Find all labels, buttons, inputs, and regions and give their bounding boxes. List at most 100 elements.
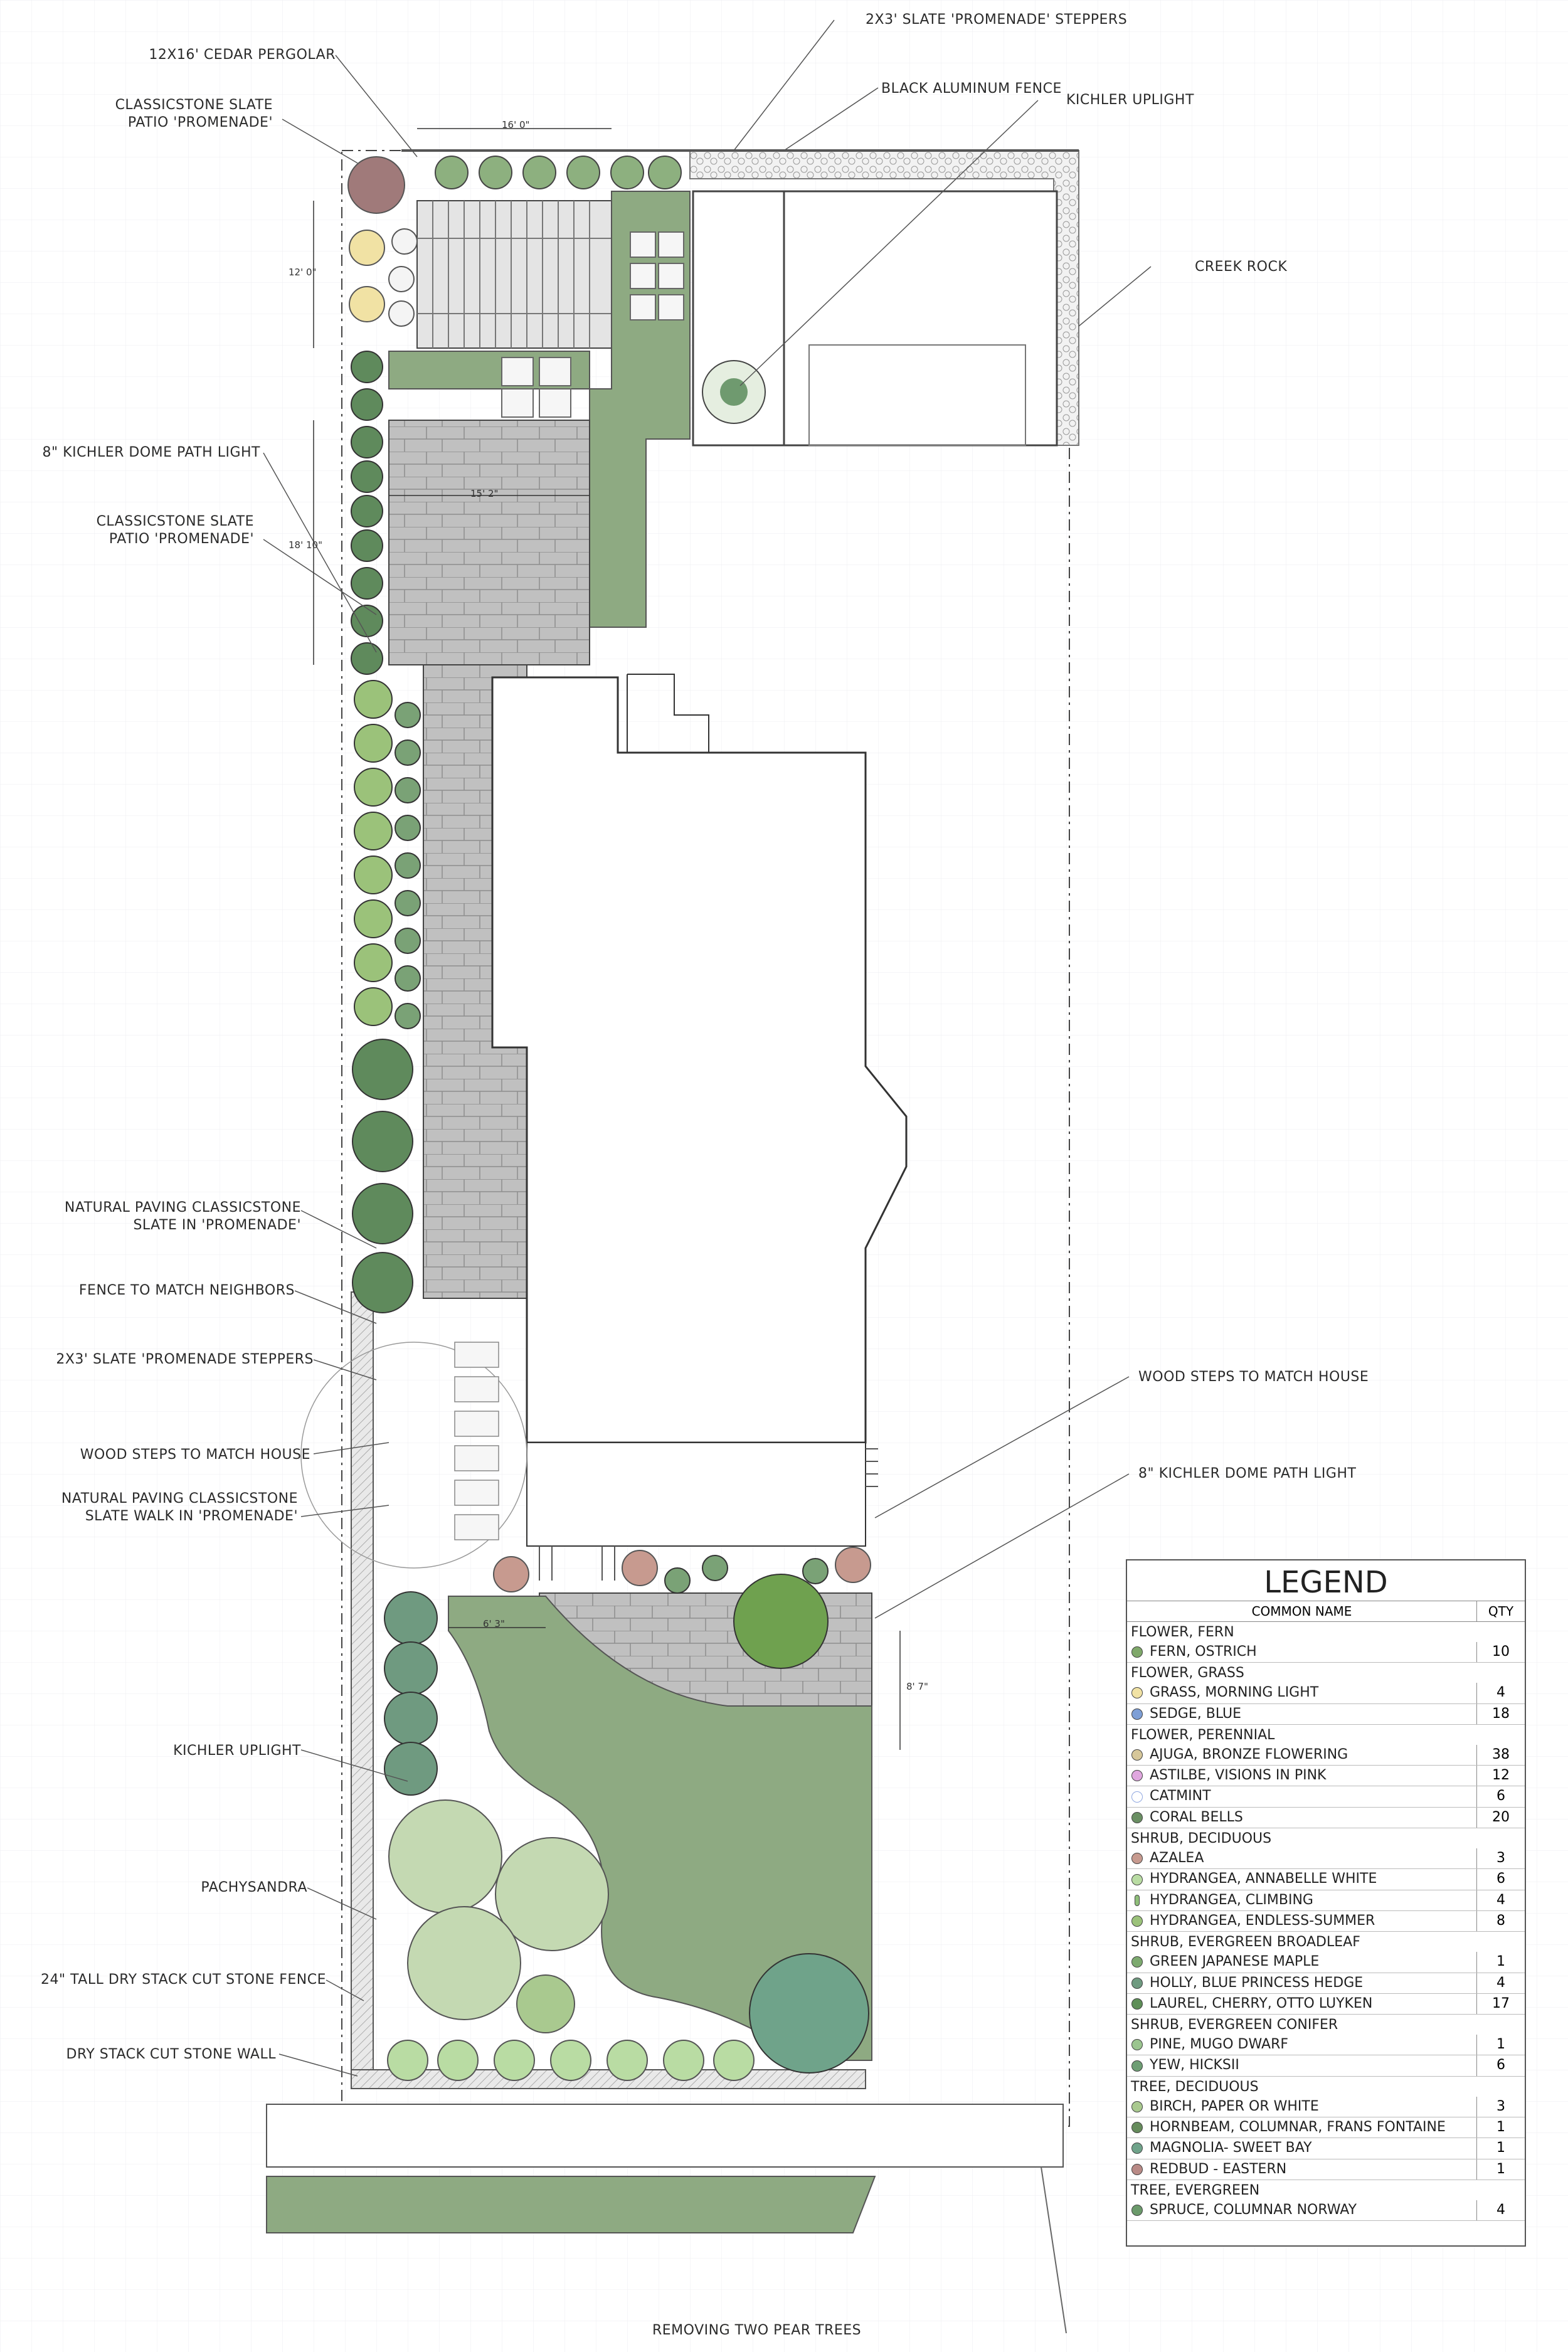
legend-plant-name: PINE, MUGO DWARF bbox=[1150, 2037, 1289, 2053]
callout-pear-trees: REMOVING TWO PEAR TREES bbox=[652, 2323, 862, 2338]
leader-lines bbox=[263, 19, 1152, 2077]
dry-stack-stone-wall bbox=[351, 2069, 866, 2089]
dim-lower-patio: 8' 7" bbox=[906, 1681, 928, 1692]
dry-stack-stone-fence bbox=[351, 1291, 374, 2077]
plant-symbol-icon bbox=[1127, 1786, 1147, 1806]
legend-category: TREE, DECIDUOUS bbox=[1131, 2079, 1259, 2095]
legend-plant-qty: 3 bbox=[1476, 1848, 1525, 1869]
legend-plant-qty: 12 bbox=[1476, 1766, 1525, 1786]
legend-plant-qty: 38 bbox=[1476, 1744, 1525, 1766]
dim-pergola-width: 16' 0" bbox=[502, 119, 530, 130]
legend-plant-qty: 8 bbox=[1476, 1910, 1525, 1932]
legend-plant-qty: 4 bbox=[1476, 2200, 1525, 2221]
plant-symbol-icon bbox=[1127, 1704, 1147, 1724]
plant-symbol-icon bbox=[1127, 2138, 1147, 2158]
callout-fence-neighbors: FENCE TO MATCH NEIGHBORS bbox=[78, 1283, 295, 1298]
steppers-radius bbox=[300, 1342, 527, 1569]
legend-plant-name: GRASS, MORNING LIGHT bbox=[1150, 1685, 1319, 1701]
legend-plant-name: SEDGE, BLUE bbox=[1150, 1705, 1241, 1722]
legend-category: FLOWER, PERENNIAL bbox=[1131, 1727, 1275, 1743]
cedar-pergola bbox=[416, 200, 612, 349]
callout-uplight-top: KICHLER UPLIGHT bbox=[1066, 92, 1194, 108]
callout-path-light-top: 8" KICHLER DOME PATH LIGHT bbox=[42, 445, 260, 460]
callout-patio-top-1: CLASSICSTONE SLATE bbox=[115, 97, 273, 113]
legend-row: AJUGA, BRONZE FLOWERING 38 bbox=[1127, 1744, 1525, 1766]
legend-category: FLOWER, FERN bbox=[1131, 1624, 1234, 1640]
legend-plant-name: AZALEA bbox=[1150, 1850, 1204, 1867]
plant-symbol-icon bbox=[1127, 2117, 1147, 2137]
left-border-shrubs bbox=[351, 351, 421, 1313]
legend-plant-name: HYDRANGEA, ENDLESS-SUMMER bbox=[1150, 1912, 1375, 1929]
legend-plant-name: FERN, OSTRICH bbox=[1150, 1644, 1257, 1660]
legend-plant-qty: 4 bbox=[1476, 1890, 1525, 1910]
legend-plant-name: CATMINT bbox=[1150, 1788, 1211, 1804]
legend-col-name: COMMON NAME bbox=[1251, 1604, 1352, 1619]
plant-symbol-icon bbox=[1127, 1890, 1147, 1910]
legend-plant-name: AJUGA, BRONZE FLOWERING bbox=[1150, 1746, 1348, 1762]
legend-row: AZALEA 3 bbox=[1127, 1848, 1525, 1870]
slate-steppers-top bbox=[501, 231, 684, 418]
plant-symbol-icon bbox=[1127, 1973, 1147, 1993]
callout-pergola: 12X16' CEDAR PERGOLAR bbox=[149, 47, 336, 63]
plant-symbol-icon bbox=[1127, 2200, 1147, 2220]
legend-plant-qty: 1 bbox=[1476, 2117, 1525, 2138]
patio-edge-plants bbox=[493, 1547, 871, 1594]
legend-plant-qty: 1 bbox=[1476, 2138, 1525, 2159]
house-steps-top bbox=[627, 674, 709, 753]
plant-symbol-icon bbox=[1127, 1952, 1147, 1972]
callout-stone-fence: 24" TALL DRY STACK CUT STONE FENCE bbox=[40, 1972, 326, 1988]
plant-symbol-icon bbox=[1127, 1766, 1147, 1786]
legend-plant-name: ASTILBE, VISIONS IN PINK bbox=[1150, 1767, 1327, 1784]
legend-row: HYDRANGEA, ENDLESS-SUMMER 8 bbox=[1127, 1910, 1525, 1932]
sidewalk bbox=[266, 2104, 1064, 2168]
dim-patio-width: 15' 2" bbox=[470, 488, 499, 499]
legend-plant-qty: 6 bbox=[1476, 1869, 1525, 1890]
callout-natural-paving-2: SLATE IN 'PROMENADE' bbox=[133, 1217, 301, 1233]
legend-plant-name: HORNBEAM, COLUMNAR, FRANS FONTAINE bbox=[1150, 2119, 1446, 2136]
callout-walk-2: SLATE WALK IN 'PROMENADE' bbox=[85, 1508, 298, 1524]
callout-alum-fence: BLACK ALUMINUM FENCE bbox=[881, 81, 1062, 97]
legend-plant-qty: 1 bbox=[1476, 2159, 1525, 2180]
lower-lawn bbox=[448, 1596, 872, 2061]
legend-plant-qty: 1 bbox=[1476, 1952, 1525, 1973]
callout-pachysandra: PACHYSANDRA bbox=[201, 1880, 307, 1895]
parkway-strip bbox=[266, 2176, 876, 2233]
plant-symbol-icon bbox=[1127, 1848, 1147, 1868]
legend-plant-name: MAGNOLIA- SWEET BAY bbox=[1150, 2140, 1312, 2156]
legend-plant-qty: 20 bbox=[1476, 1807, 1525, 1828]
plant-symbol-icon bbox=[1127, 2055, 1147, 2075]
legend-plant-name: YEW, HICKSII bbox=[1150, 2057, 1239, 2074]
legend-row: CORAL BELLS 20 bbox=[1127, 1807, 1525, 1829]
dim-patio-depth: 18' 10" bbox=[289, 539, 322, 551]
legend-plant-qty: 10 bbox=[1476, 1642, 1525, 1663]
legend-plant-name: HOLLY, BLUE PRINCESS HEDGE bbox=[1150, 1974, 1364, 1991]
plant-symbol-icon bbox=[1127, 1994, 1147, 2014]
legend-plant-qty: 3 bbox=[1476, 2096, 1525, 2117]
pergola-slats bbox=[417, 201, 612, 348]
plant-symbol-icon bbox=[1127, 1642, 1147, 1662]
legend-plant-qty: 18 bbox=[1476, 1703, 1525, 1724]
bottom-row-shrubs bbox=[387, 2040, 755, 2081]
legend-category: SHRUB, DECIDUOUS bbox=[1131, 1831, 1272, 1847]
callout-steppers-top: 2X3' SLATE 'PROMENADE' STEPPERS bbox=[866, 12, 1128, 28]
legend-title: LEGEND bbox=[1264, 1565, 1388, 1600]
callout-patio-mid-1: CLASSICSTONE SLATE bbox=[96, 514, 254, 529]
legend-header: COMMON NAME QTY bbox=[1127, 1601, 1525, 1622]
plant-symbol-icon bbox=[1127, 2159, 1147, 2180]
legend-category: TREE, EVERGREEN bbox=[1131, 2182, 1260, 2198]
dim-lawn-walk: 6' 3" bbox=[483, 1618, 505, 1629]
dim-pergola-depth: 12' 0" bbox=[289, 267, 317, 278]
legend-col-qty: QTY bbox=[1476, 1601, 1525, 1621]
legend-plant-name: CORAL BELLS bbox=[1150, 1809, 1243, 1825]
